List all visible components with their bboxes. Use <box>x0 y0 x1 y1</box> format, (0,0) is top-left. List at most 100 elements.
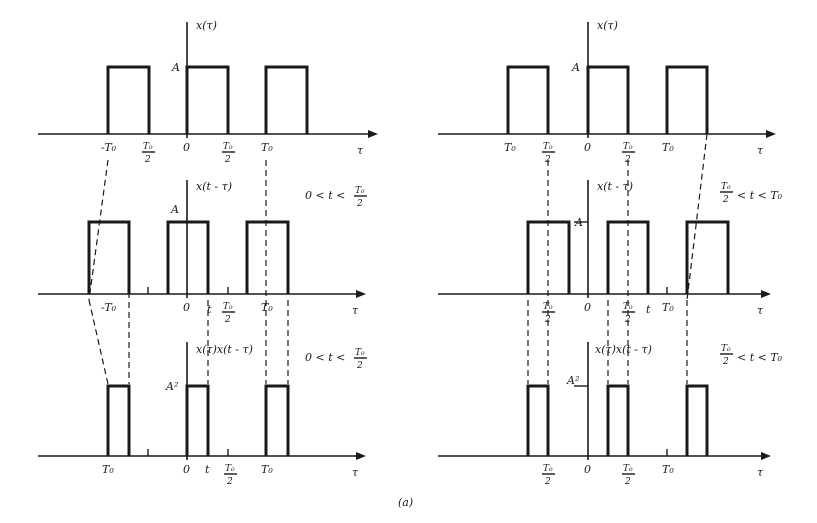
svg-text:2: 2 <box>722 357 729 367</box>
axis-label: τ <box>757 144 764 157</box>
tick-label: t <box>646 303 651 316</box>
axis-label: τ <box>757 304 764 317</box>
amplitude-label: A² <box>165 380 178 393</box>
axis-label: τ <box>757 466 764 479</box>
svg-text:T₀: T₀ <box>355 186 365 196</box>
pulse <box>87 220 131 294</box>
svg-text:2: 2 <box>544 477 551 487</box>
tick-label: 0 <box>183 141 190 154</box>
amplitude-label: A <box>171 61 180 74</box>
svg-text:2: 2 <box>722 195 729 205</box>
svg-text:2: 2 <box>226 477 233 487</box>
tick-label: T₀ <box>662 141 674 154</box>
tick-label: 0 <box>183 463 190 476</box>
tick-label-fraction: T₀ 2 <box>222 142 235 165</box>
left-row3: A² x(τ)x(t - τ) T₀ 0 t T₀ 2 T₀ τ 0 < t <… <box>38 342 367 487</box>
axis-arrow-icon <box>766 130 776 138</box>
pulse <box>166 220 210 294</box>
svg-text:2: 2 <box>356 199 363 209</box>
amplitude-label: A <box>571 61 580 74</box>
tick-label: 0 <box>584 141 591 154</box>
svg-text:T₀: T₀ <box>355 348 365 358</box>
pulse <box>526 384 550 456</box>
pulse <box>245 220 290 294</box>
svg-text:0 < t <: 0 < t < <box>305 351 345 364</box>
amplitude-label: A <box>170 203 179 216</box>
guide-line <box>88 159 109 301</box>
function-label: x(τ)x(t - τ) <box>595 343 652 356</box>
left-row1: A x(τ) -T₀ T₀ 2 0 T₀ 2 T₀ τ <box>38 19 378 165</box>
axis-arrow-icon <box>356 452 366 460</box>
svg-text:T₀: T₀ <box>623 302 633 312</box>
tick-label: -T₀ <box>101 301 117 314</box>
axis-label: τ <box>352 304 359 317</box>
pulse <box>185 65 230 134</box>
svg-text:< t < T₀: < t < T₀ <box>737 189 783 202</box>
condition-label: T₀ 2 < t < T₀ <box>720 344 783 367</box>
right-row3: A² x(τ)x(t - τ) T₀ 2 0 T₀ 2 T₀ τ T₀ 2 < … <box>438 342 783 487</box>
svg-text:2: 2 <box>624 477 631 487</box>
right-row1: A x(τ) T₀ T₀ 2 0 T₀ 2 T₀ τ <box>438 19 776 165</box>
svg-text:T₀: T₀ <box>623 464 633 474</box>
pulse <box>665 65 709 134</box>
pulse <box>264 65 309 134</box>
condition-label: 0 < t < T₀ 2 <box>305 186 367 209</box>
pulse <box>264 384 290 456</box>
tick-label: t <box>205 463 210 476</box>
right-column: A x(τ) T₀ T₀ 2 0 T₀ 2 T₀ τ <box>438 19 783 487</box>
svg-text:T₀: T₀ <box>721 344 731 354</box>
svg-text:T₀: T₀ <box>225 464 235 474</box>
tick-label: 0 <box>183 301 190 314</box>
tick-label: T₀ <box>102 463 114 476</box>
right-guides <box>527 133 708 384</box>
left-row2: A x(t - τ) -T₀ 0 t T₀ 2 T₀ τ 0 < t < T₀ … <box>38 180 367 325</box>
svg-text:T₀: T₀ <box>543 464 553 474</box>
axis-label: τ <box>352 466 359 479</box>
function-label: x(τ) <box>597 19 618 32</box>
left-column: A x(τ) -T₀ T₀ 2 0 T₀ 2 T₀ τ <box>38 19 378 487</box>
guide-line <box>88 299 109 385</box>
axis-arrow-icon <box>356 290 366 298</box>
svg-text:0 < t <: 0 < t < <box>305 189 345 202</box>
tick-label: T₀ <box>261 463 273 476</box>
tick-label: T₀ <box>662 301 674 314</box>
pulse <box>106 65 151 134</box>
guide-line <box>686 133 708 301</box>
axis-arrow-icon <box>761 290 771 298</box>
pulse <box>685 220 730 294</box>
svg-text:< t < T₀: < t < T₀ <box>737 351 783 364</box>
tick-label: -T₀ <box>101 141 117 154</box>
tick-label-fraction: T₀ 2 <box>224 464 237 487</box>
tick-label-fraction: T₀ 2 <box>142 142 155 165</box>
svg-text:2: 2 <box>144 155 151 165</box>
condition-label: T₀ 2 < t < T₀ <box>720 182 783 205</box>
axis-arrow-icon <box>368 130 378 138</box>
tick-label-fraction: T₀ 2 <box>622 464 635 487</box>
tick-label: T₀ <box>504 141 516 154</box>
tick-label: t <box>207 303 212 316</box>
condition-label: 0 < t < T₀ 2 <box>305 348 367 371</box>
amplitude-label: A <box>574 216 583 229</box>
tick-label: T₀ <box>662 463 674 476</box>
axis-arrow-icon <box>761 452 771 460</box>
pulse <box>106 384 131 456</box>
tick-label: 0 <box>584 463 591 476</box>
pulse <box>185 384 210 456</box>
figure-caption: (a) <box>398 496 413 509</box>
tick-label: 0 <box>584 301 591 314</box>
pulse <box>586 65 630 134</box>
svg-text:T₀: T₀ <box>623 142 633 152</box>
function-label: x(t - τ) <box>196 180 232 193</box>
svg-text:T₀: T₀ <box>543 302 553 312</box>
pulse <box>506 65 550 134</box>
tick-label: T₀ <box>261 141 273 154</box>
pulse <box>685 384 709 456</box>
axis-label: τ <box>357 144 364 157</box>
svg-text:T₀: T₀ <box>223 302 233 312</box>
svg-text:T₀: T₀ <box>143 142 153 152</box>
svg-text:T₀: T₀ <box>223 142 233 152</box>
tick-label-fraction: T₀ 2 <box>222 302 235 325</box>
tick-label: T₀ <box>261 301 273 314</box>
tick-label-fraction: T₀ 2 <box>542 464 555 487</box>
